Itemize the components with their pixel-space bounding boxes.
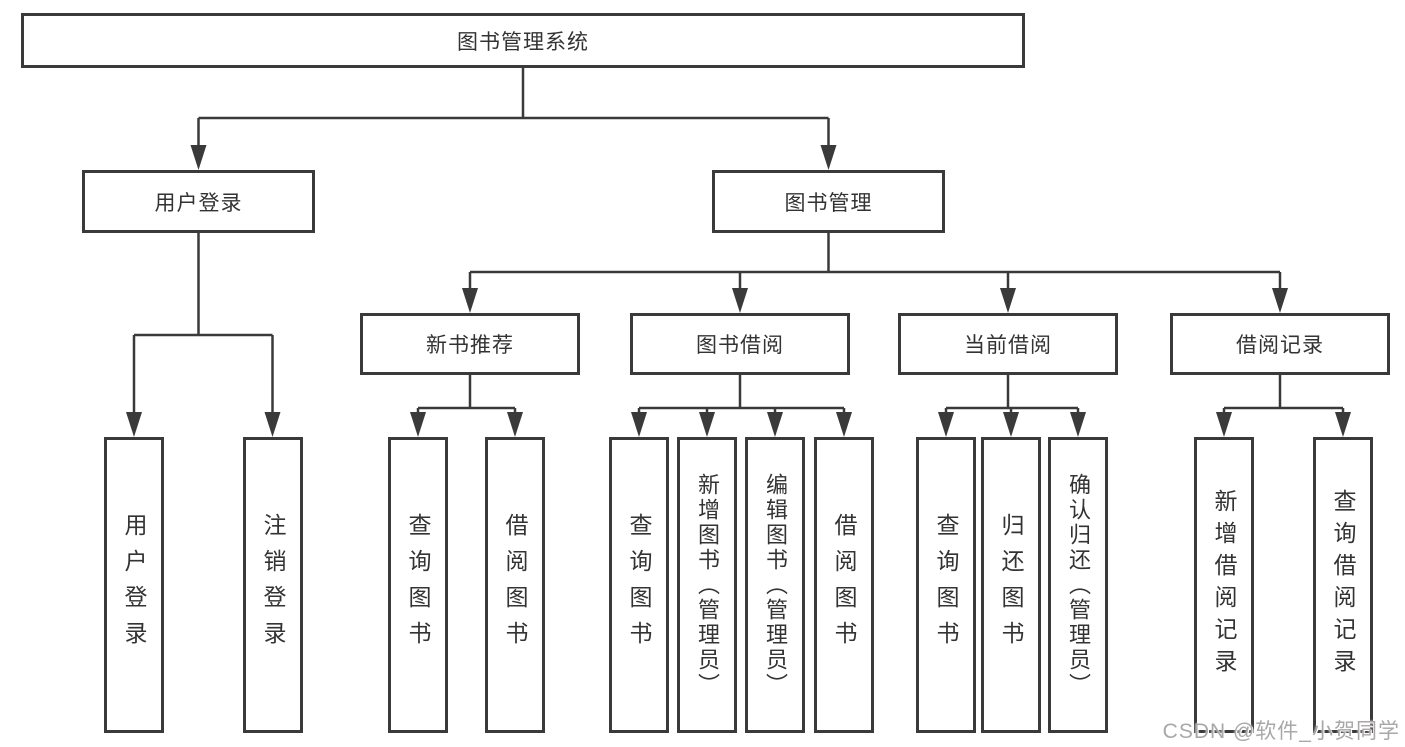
node-book-management: 图书管理 — [712, 170, 945, 233]
node-label: 查询图书 — [933, 513, 959, 657]
node-label: 注销登录 — [260, 513, 286, 657]
node-current-borrowing: 当前借阅 — [898, 313, 1118, 375]
node-new-book-recommendation: 新书推荐 — [360, 313, 580, 375]
node-label: 用户登录 — [154, 191, 243, 215]
node-label: 借阅图书 — [502, 513, 528, 657]
node-library-management-system: 图书管理系统 — [21, 13, 1025, 68]
node-label: 图书管理 — [784, 191, 873, 215]
leaf-query-books-recommend: 查询图书 — [388, 437, 448, 733]
node-borrowing-records: 借阅记录 — [1170, 313, 1390, 375]
leaf-add-borrow-record: 新增借阅记录 — [1194, 437, 1254, 733]
leaf-query-borrow-record: 查询借阅记录 — [1313, 437, 1373, 733]
leaf-confirm-return-admin: 确认归还（管理员） — [1048, 437, 1108, 733]
node-label: 图书管理系统 — [457, 30, 589, 54]
leaf-user-login: 用户登录 — [104, 437, 164, 733]
leaf-borrow-books-recommend: 借阅图书 — [485, 437, 545, 733]
node-label: 确认归还（管理员） — [1066, 472, 1091, 698]
node-label: 归还图书 — [998, 513, 1024, 657]
node-label: 当前借阅 — [964, 334, 1052, 357]
node-label: 查询借阅记录 — [1330, 489, 1356, 681]
node-label: 用户登录 — [121, 513, 147, 657]
node-user-login: 用户登录 — [82, 170, 315, 233]
leaf-query-books-borrow: 查询图书 — [609, 437, 669, 733]
node-label: 借阅图书 — [831, 513, 857, 657]
node-label: 图书借阅 — [696, 334, 784, 357]
leaf-logout-login: 注销登录 — [243, 437, 303, 733]
leaf-query-books-current: 查询图书 — [916, 437, 976, 733]
node-label: 新增借阅记录 — [1211, 489, 1237, 681]
node-label: 编辑图书（管理员） — [763, 472, 788, 698]
node-label: 查询图书 — [626, 513, 652, 657]
leaf-return-books: 归还图书 — [981, 437, 1041, 733]
node-label: 查询图书 — [405, 513, 431, 657]
node-label: 借阅记录 — [1236, 334, 1324, 357]
leaf-add-books-admin: 新增图书（管理员） — [677, 437, 737, 733]
arrowheads — [126, 145, 1351, 437]
node-label: 新增图书（管理员） — [695, 472, 720, 698]
leaf-edit-books-admin: 编辑图书（管理员） — [745, 437, 805, 733]
watermark: CSDN @软件_小贺同学 — [1162, 720, 1400, 743]
leaf-borrow-books: 借阅图书 — [814, 437, 874, 733]
node-label: 新书推荐 — [426, 334, 514, 357]
node-book-borrowing: 图书借阅 — [630, 313, 850, 375]
